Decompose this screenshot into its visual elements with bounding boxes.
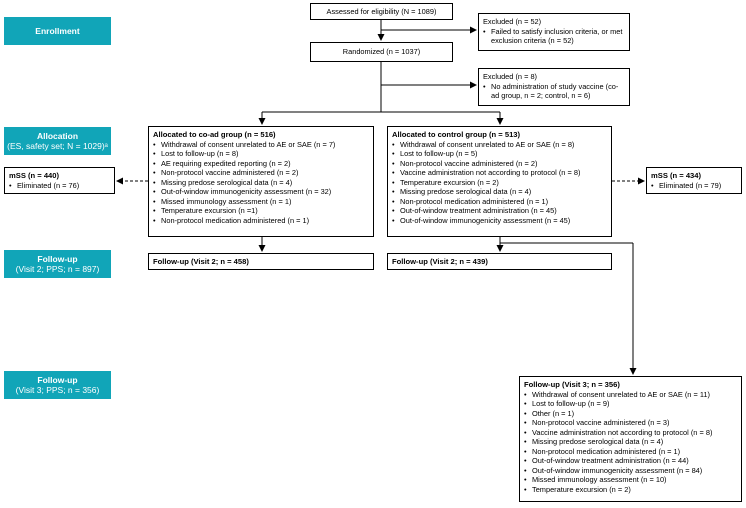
control-item: Missing predose serological data (n = 4) <box>392 187 607 197</box>
coad-item: Out-of-window immunogenicity assessment … <box>153 187 369 197</box>
fu2-coad-box: Follow-up (Visit 2; n = 458) <box>148 253 374 270</box>
control-item: Withdrawal of consent unrelated to AE or… <box>392 140 607 150</box>
fu3-item: Non-protocol medication administered (n … <box>524 447 737 457</box>
control-group-box: Allocated to control group (n = 513) Wit… <box>387 126 612 237</box>
coad-title: Allocated to co-ad group (n = 516) <box>153 130 276 139</box>
mss-left-title: mSS (n = 440) <box>9 171 60 180</box>
fu3-title: Follow-up (Visit 3; n = 356) <box>524 380 620 389</box>
coad-item: Temperature excursion (n =1) <box>153 206 369 216</box>
stage-enrollment: Enrollment <box>4 17 111 45</box>
coad-item: AE requiring expedited reporting (n = 2) <box>153 159 369 169</box>
excluded1-item: Failed to satisfy inclusion criteria, or… <box>483 27 625 46</box>
control-item: Out-of-window immunogenicity assessment … <box>392 216 607 226</box>
stage-followup3-title: Follow-up <box>37 375 78 385</box>
excluded2-item: No administration of study vaccine (co-a… <box>483 82 625 101</box>
fu3-item: Non-protocol vaccine administered (n = 3… <box>524 418 737 428</box>
randomized-text: Randomized (n = 1037) <box>342 47 421 57</box>
coad-group-box: Allocated to co-ad group (n = 516) Withd… <box>148 126 374 237</box>
control-item: Temperature excursion (n = 2) <box>392 178 607 188</box>
coad-item: Missed immunology assessment (n = 1) <box>153 197 369 207</box>
fu3-item: Lost to follow-up (n = 9) <box>524 399 737 409</box>
control-title: Allocated to control group (n = 513) <box>392 130 521 139</box>
fu3-item: Missing predose serological data (n = 4) <box>524 437 737 447</box>
stage-followup3-subtitle: (Visit 3; PPS; n = 356) <box>15 385 100 395</box>
stage-followup2-title: Follow-up <box>37 254 78 264</box>
fu3-item: Out-of-window immunogenicity assessment … <box>524 466 737 476</box>
coad-item: Non-protocol medication administered (n … <box>153 216 369 226</box>
coad-item: Missing predose serological data (n = 4) <box>153 178 369 188</box>
fu3-box: Follow-up (Visit 3; n = 356) Withdrawal … <box>519 376 742 502</box>
excluded2-title: Excluded (n = 8) <box>483 72 538 81</box>
stage-followup2: Follow-up (Visit 2; PPS; n = 897) <box>4 250 111 278</box>
excluded1-box: Excluded (n = 52) Failed to satisfy incl… <box>478 13 630 51</box>
fu3-item: Missed immunology assessment (n = 10) <box>524 475 737 485</box>
mss-left-item: Eliminated (n = 76) <box>9 181 110 191</box>
fu2-control-box: Follow-up (Visit 2; n = 439) <box>387 253 612 270</box>
control-item: Non-protocol medication administered (n … <box>392 197 607 207</box>
stage-followup3: Follow-up (Visit 3; PPS; n = 356) <box>4 371 111 399</box>
fu3-item: Withdrawal of consent unrelated to AE or… <box>524 390 737 400</box>
mss-right-item: Eliminated (n = 79) <box>651 181 737 191</box>
coad-item: Lost to follow-up (n = 8) <box>153 149 369 159</box>
coad-item: Non-protocol vaccine administered (n = 2… <box>153 168 369 178</box>
fu3-item: Vaccine administration not according to … <box>524 428 737 438</box>
stage-allocation: Allocation (ES, safety set; N = 1029)ᵃ <box>4 127 111 155</box>
mss-right-box: mSS (n = 434) Eliminated (n = 79) <box>646 167 742 194</box>
mss-right-title: mSS (n = 434) <box>651 171 702 180</box>
coad-item: Withdrawal of consent unrelated to AE or… <box>153 140 369 150</box>
control-item: Out-of-window treatment administration (… <box>392 206 607 216</box>
excluded1-title: Excluded (n = 52) <box>483 17 542 26</box>
fu3-item: Temperature excursion (n = 2) <box>524 485 737 495</box>
stage-followup2-subtitle: (Visit 2; PPS; n = 897) <box>15 264 100 274</box>
stage-allocation-subtitle: (ES, safety set; N = 1029)ᵃ <box>7 141 108 151</box>
fu3-item: Other (n = 1) <box>524 409 737 419</box>
fu2-coad-text: Follow-up (Visit 2; n = 458) <box>153 257 249 266</box>
randomized-box: Randomized (n = 1037) <box>310 42 453 62</box>
control-item: Non-protocol vaccine administered (n = 2… <box>392 159 607 169</box>
assessed-text: Assessed for eligibility (N = 1089) <box>326 6 437 16</box>
mss-left-box: mSS (n = 440) Eliminated (n = 76) <box>4 167 115 194</box>
control-item: Lost to follow-up (n = 5) <box>392 149 607 159</box>
stage-allocation-title: Allocation <box>36 131 79 141</box>
assessed-box: Assessed for eligibility (N = 1089) <box>310 3 453 20</box>
control-item: Vaccine administration not according to … <box>392 168 607 178</box>
excluded2-box: Excluded (n = 8) No administration of st… <box>478 68 630 106</box>
fu3-item: Out-of-window treatment administration (… <box>524 456 737 466</box>
stage-enrollment-title: Enrollment <box>35 26 80 36</box>
fu2-control-text: Follow-up (Visit 2; n = 439) <box>392 257 488 266</box>
